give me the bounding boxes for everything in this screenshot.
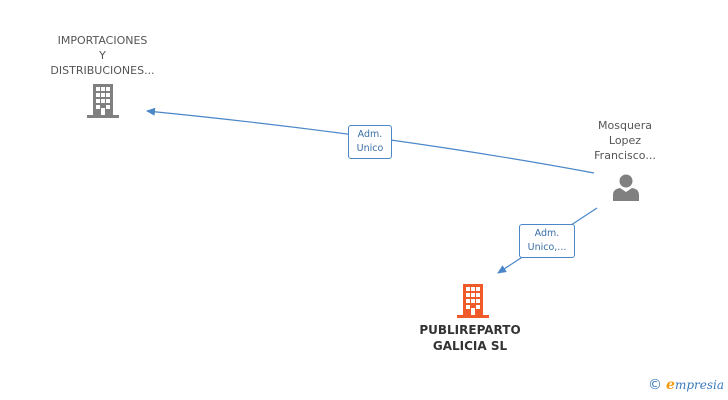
relation-line: Adm. [357,129,383,140]
label-line: GALICIA SL [432,339,508,353]
label-line: PUBLIREPARTO [419,323,521,337]
building-icon[interactable] [87,84,119,118]
building-icon[interactable] [457,284,489,318]
relation-badge-adm-unico-more[interactable]: Adm. Unico,... [519,224,575,258]
relation-badge-adm-unico[interactable]: Adm. Unico [348,125,392,159]
relation-line: Unico [356,143,384,154]
footer-brand: © empresia [648,376,724,394]
label-line: IMPORTACIONES [57,34,148,47]
company-label-importaciones[interactable]: IMPORTACIONES Y DISTRIBUCIONES... [40,33,165,78]
empresia-logo[interactable]: empresia [666,377,724,393]
company-label-publireparto[interactable]: PUBLIREPARTO GALICIA SL [410,322,530,354]
label-line: Mosquera [598,119,652,132]
label-line: Lopez [608,134,642,147]
person-label-mosquera[interactable]: Mosquera Lopez Francisco... [575,118,675,163]
copyright-icon: © [648,377,663,393]
relation-line: Adm. [534,228,560,239]
person-icon[interactable] [612,173,640,201]
relation-line: Unico,... [527,242,567,253]
label-line: Y [99,49,106,62]
label-line: Francisco... [594,149,656,162]
label-line: DISTRIBUCIONES... [50,64,155,77]
